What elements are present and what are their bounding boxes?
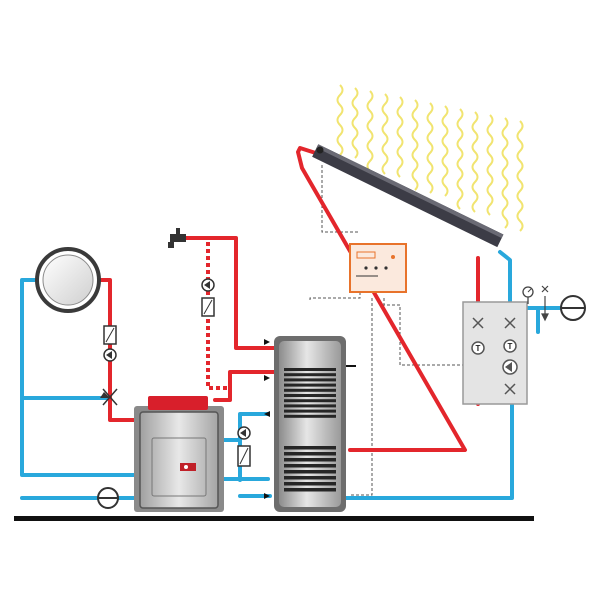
solar-pump-station: T T	[462, 301, 528, 405]
station-badge-left: T	[476, 344, 481, 353]
hot-water-tap	[168, 228, 186, 248]
sun-ray	[411, 99, 419, 191]
coil-turn	[284, 458, 336, 462]
coil-turn	[284, 482, 336, 486]
sun-ray	[456, 108, 464, 210]
sun-ray	[366, 90, 374, 172]
solar-controller	[349, 243, 407, 293]
sun-ray	[396, 96, 404, 178]
sun-ray	[336, 84, 344, 156]
sun-ray	[351, 87, 359, 159]
coil-turn	[284, 373, 336, 377]
coil-turn	[284, 470, 336, 474]
solar-storage-tank	[274, 336, 356, 512]
tank-connection-arrows	[264, 339, 270, 499]
sun-ray	[441, 105, 449, 197]
cold-pipes	[20, 250, 562, 500]
coil-turn	[284, 464, 336, 468]
tank-lower-coil	[284, 446, 336, 492]
sun-ray	[381, 93, 389, 175]
sun-rays	[336, 84, 524, 232]
coil-turn	[284, 368, 336, 371]
boiler-unit	[134, 396, 224, 512]
station-badge-right: T	[508, 342, 513, 351]
coil-turn	[284, 414, 336, 418]
coil-turn	[284, 388, 336, 392]
coil-turn	[284, 383, 336, 387]
left-circuit-fittings	[97, 325, 119, 509]
expansion-vessel	[35, 247, 101, 313]
boiler-indicator	[184, 465, 188, 469]
safety-valve-icon	[541, 285, 549, 322]
circulation-fittings	[201, 278, 251, 467]
solar-expansion-vessel	[560, 295, 586, 321]
sun-ray	[486, 114, 494, 216]
coil-turn	[284, 394, 336, 397]
coil-turn	[284, 409, 336, 413]
coil-turn	[284, 399, 336, 403]
collector-sensor	[316, 146, 324, 154]
sun-ray	[516, 120, 524, 232]
pressure-gauge-icon	[522, 286, 534, 304]
sun-ray	[426, 102, 434, 194]
coil-turn	[284, 452, 336, 456]
control-lines	[309, 165, 510, 496]
coil-turn	[284, 378, 336, 382]
tank-upper-coil	[284, 368, 336, 418]
sun-ray	[501, 117, 509, 229]
solar-collector	[312, 144, 504, 248]
coil-turn	[284, 476, 336, 480]
sun-ray	[471, 111, 479, 213]
coil-turn	[284, 488, 336, 492]
ground-line	[14, 516, 534, 521]
coil-turn	[284, 446, 336, 450]
coil-turn	[284, 404, 336, 408]
